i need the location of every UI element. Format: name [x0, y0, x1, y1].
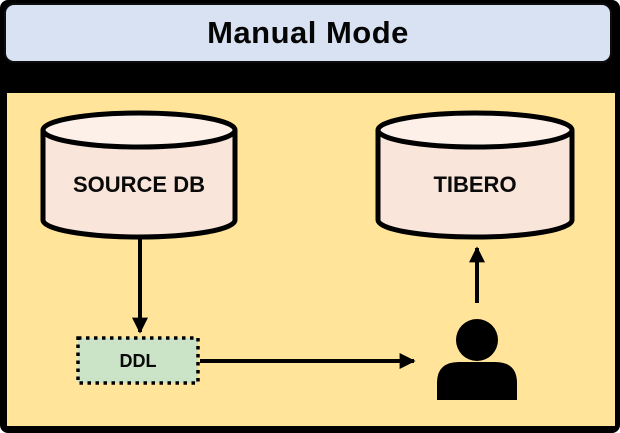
ddl-node: DDL: [76, 336, 200, 385]
database-cylinder-icon: [375, 130, 575, 240]
ddl-label: DDL: [120, 351, 157, 371]
tibero-node: TIBERO: [375, 110, 575, 240]
person-icon: [437, 319, 517, 400]
tibero-label: TIBERO: [433, 172, 516, 197]
page-title: Manual Mode: [207, 15, 409, 50]
source-db-node: SOURCE DB: [40, 110, 238, 240]
source-db-label: SOURCE DB: [73, 172, 205, 197]
ddl-box: [76, 336, 200, 385]
person-head-icon: [456, 319, 498, 361]
database-cylinder-icon: [40, 130, 238, 240]
title-bar: Manual Mode: [4, 3, 612, 63]
database-cylinder-top-icon: [375, 110, 575, 150]
database-cylinder-top-icon: [40, 110, 238, 150]
person-body-icon: [437, 362, 517, 400]
